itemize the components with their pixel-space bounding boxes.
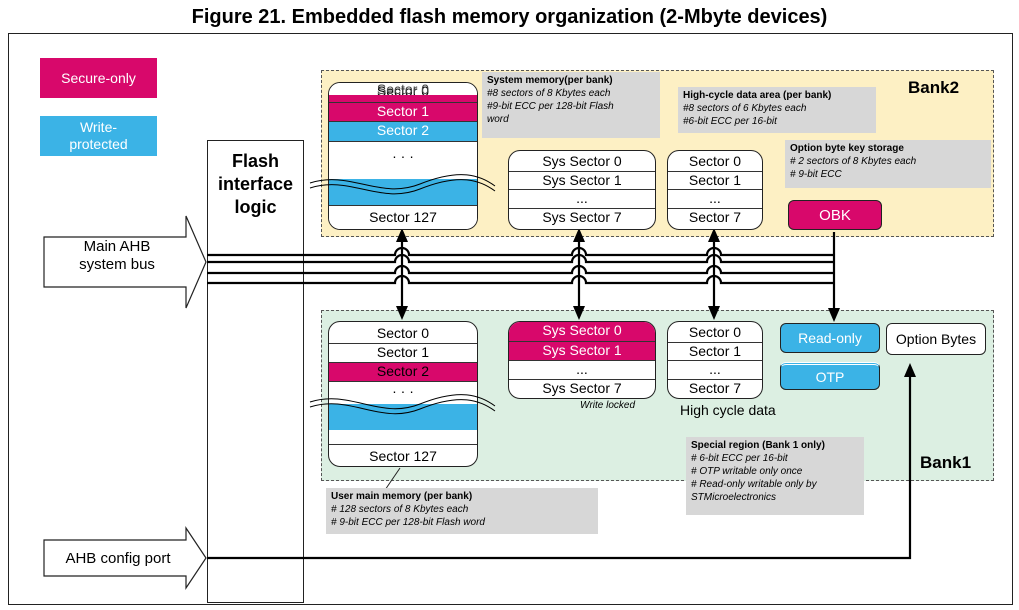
high-cycle-data-caption: High cycle data	[680, 402, 776, 418]
main-ahb-arrow	[43, 215, 207, 309]
bank2-user-memory: Sector 0 Sector 1 Sector 2 · · · Sector …	[328, 82, 478, 230]
bank1-hc-sector7: Sector 7	[668, 379, 762, 396]
bank2-sector0-label: Sector 0	[376, 81, 430, 97]
bank1-sys-sector7: Sys Sector 7	[509, 379, 655, 396]
bank2-sector-blue-band	[329, 179, 477, 205]
bank1-hc-sector0: Sector 0	[688, 324, 742, 340]
obk-box: OBK	[788, 200, 882, 230]
bank2-high-cycle: Sector 0 Sector 1 ... Sector 7	[667, 150, 763, 230]
legend-write-protected: Write- protected	[40, 116, 157, 156]
bank1-sector127: Sector 127	[329, 444, 477, 466]
bank2-sector1: Sector 1	[329, 102, 477, 121]
bank1-label: Bank1	[920, 453, 972, 472]
note-special-l2: # OTP writable only once	[691, 466, 803, 477]
note-user-l2: # 9-bit ECC per 128-bit Flash word	[331, 517, 485, 528]
write-locked-caption: Write locked	[580, 400, 636, 411]
note-special-l1: # 6-bit ECC per 16-bit	[691, 453, 788, 464]
bank1-user-memory: Sector 0 Sector 1 Sector 2 · · · Sector …	[328, 321, 478, 467]
note-hc-title: High-cycle data area (per bank)	[683, 90, 832, 101]
bank2-label: Bank2	[908, 78, 960, 97]
bank2-system-memory: Sys Sector 0 Sys Sector 1 ... Sys Sector…	[508, 150, 656, 230]
read-only-box: Read-only	[780, 323, 880, 353]
bank1-sector1: Sector 1	[329, 343, 477, 362]
bank2-hc-sector1: Sector 1	[668, 171, 762, 188]
note-special-l3: # Read-only writable only by	[691, 479, 817, 490]
bank1-sys-dots: ...	[509, 360, 655, 379]
note-obk-l2: # 9-bit ECC	[790, 169, 842, 180]
bank2-sys-dots: ...	[509, 189, 655, 208]
ahb-config-arrow	[43, 526, 207, 590]
flash-interface-logic-box	[207, 140, 304, 603]
option-bytes-box: Option Bytes	[886, 323, 986, 355]
note-high-cycle: High-cycle data area (per bank) #8 secto…	[678, 87, 876, 133]
note-hc-l1: #8 sectors of 6 Kbytes each	[683, 103, 807, 114]
note-option-byte-key: Option byte key storage # 2 sectors of 8…	[785, 140, 991, 188]
bank1-hc-dots: ...	[668, 360, 762, 379]
note-system-l1: #8 sectors of 8 Kbytes each	[487, 88, 611, 99]
bank2-hc-sector0: Sector 0	[688, 153, 742, 169]
bank2-sys-sector7: Sys Sector 7	[509, 208, 655, 225]
bank2-sector0-fill	[329, 95, 477, 102]
legend-secure-only: Secure-only	[40, 58, 157, 98]
bank2-sector2: Sector 2	[329, 121, 477, 142]
bank1-high-cycle: Sector 0 Sector 1 ... Sector 7	[667, 321, 763, 399]
note-user-l1: # 128 sectors of 8 Kbytes each	[331, 504, 469, 515]
bank2-sys-sector0: Sys Sector 0	[542, 153, 622, 169]
note-hc-l2: #6-bit ECC per 16-bit	[683, 116, 777, 127]
ahb-config-label: AHB config port	[65, 550, 171, 567]
bank1-sector2: Sector 2	[329, 362, 477, 381]
note-obk-l1: # 2 sectors of 8 Kbytes each	[790, 156, 917, 167]
bank1-sector-dots: · · ·	[329, 381, 477, 402]
note-system-l2: #9-bit ECC per 128-bit Flash	[487, 101, 614, 112]
otp-box: OTP	[780, 362, 880, 390]
note-system-l3: word	[487, 114, 509, 125]
bank2-sys-sector1: Sys Sector 1	[509, 171, 655, 188]
flash-interface-logic-label: Flash interface logic	[217, 151, 294, 217]
note-obk-title: Option byte key storage	[790, 143, 904, 154]
bank1-sys-sector1: Sys Sector 1	[509, 341, 655, 360]
bank1-sector0: Sector 0	[376, 325, 430, 341]
note-special-region: Special region (Bank 1 only) # 6-bit ECC…	[686, 437, 864, 515]
note-special-title: Special region (Bank 1 only)	[691, 440, 825, 451]
main-ahb-label: Main AHB system bus	[79, 238, 155, 273]
note-user-main-memory: User main memory (per bank) # 128 sector…	[326, 488, 598, 534]
note-system-memory: System memory(per bank) #8 sectors of 8 …	[482, 72, 660, 138]
figure-title: Figure 21. Embedded flash memory organiz…	[191, 6, 828, 28]
note-special-l4: STMicroelectronics	[691, 492, 777, 503]
bank2-hc-dots: ...	[668, 189, 762, 208]
note-user-title: User main memory (per bank)	[331, 491, 473, 502]
bank2-sector-dots: · · ·	[329, 141, 477, 172]
bank1-sys-sector0: Sys Sector 0	[509, 322, 655, 341]
diagram-frame	[8, 33, 1013, 605]
note-system-title: System memory(per bank)	[487, 75, 613, 86]
bank2-sector127: Sector 127	[329, 205, 477, 229]
bank1-system-memory: Sys Sector 0 Sys Sector 1 ... Sys Sector…	[508, 321, 656, 399]
bank2-hc-sector7: Sector 7	[668, 208, 762, 225]
bank1-hc-sector1: Sector 1	[668, 342, 762, 359]
